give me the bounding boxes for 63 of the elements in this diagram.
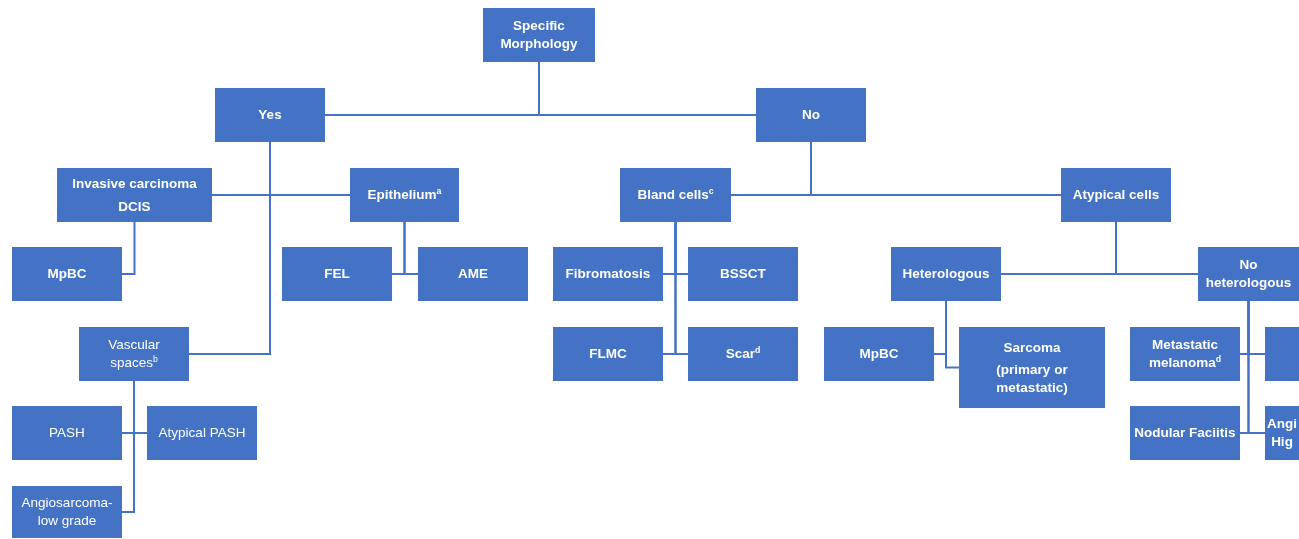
box-label: Atypical cells	[1072, 186, 1160, 204]
box-label: Scar$^{d}$	[725, 345, 761, 363]
box-label: DCIS	[118, 197, 151, 216]
box-label: Invasive carcinoma	[72, 174, 197, 193]
box-label: No heterologous	[1204, 256, 1293, 292]
connector-line	[538, 61, 757, 116]
category-box	[620, 168, 731, 222]
box-label: Heterologous	[902, 265, 990, 283]
connector-line	[121, 221, 136, 275]
category-box	[824, 327, 934, 381]
category-box	[483, 8, 595, 62]
category-box	[12, 486, 122, 538]
box-label: Yes	[258, 106, 282, 124]
connector-line	[1115, 221, 1199, 275]
empty-box	[1265, 327, 1299, 381]
box-label: FLMC	[589, 345, 627, 363]
category-box	[147, 406, 257, 460]
box-label: AME	[458, 265, 488, 283]
box-label: Atypical PASH	[158, 424, 246, 442]
box-label: Angiosarcoma- low grade	[20, 494, 114, 530]
box-label: Nodular Faciitis	[1134, 424, 1236, 442]
category-box	[1061, 168, 1171, 222]
box-label: Epithelium$^{a}$	[367, 186, 442, 204]
category-box	[282, 247, 392, 301]
category-box	[1265, 406, 1299, 460]
category-box	[12, 247, 122, 301]
category-box	[418, 247, 528, 301]
category-box	[959, 327, 1105, 408]
box-label: Specific Morphology	[499, 17, 579, 53]
category-box	[891, 247, 1001, 301]
category-box	[215, 88, 325, 142]
box-label: Bland cells$^{c}$	[637, 186, 714, 204]
box-label: Fibromatosis	[565, 265, 651, 283]
connector-line	[403, 221, 419, 275]
category-box	[57, 168, 212, 222]
category-box	[553, 327, 663, 381]
category-box	[756, 88, 866, 142]
category-box	[688, 247, 798, 301]
connector-line	[945, 300, 960, 369]
category-box	[12, 406, 122, 460]
box-label: FEL	[324, 265, 350, 283]
category-box	[1130, 406, 1240, 460]
category-box	[1198, 247, 1299, 301]
connector-line	[674, 221, 689, 355]
box-label: PASH	[49, 424, 85, 442]
category-box	[688, 327, 798, 381]
connector-line	[188, 141, 271, 355]
box-label: Sarcoma	[1003, 338, 1061, 357]
category-box	[350, 168, 459, 222]
box-label: (primary or metastatic)	[995, 361, 1069, 397]
box-label: Angi Hig	[1267, 415, 1297, 451]
category-box	[1130, 327, 1240, 381]
connector-line	[810, 141, 1062, 196]
box-label: BSSCT	[720, 265, 766, 283]
category-box	[79, 327, 189, 381]
connector-line	[1247, 300, 1266, 434]
category-box	[553, 247, 663, 301]
connector-line	[121, 380, 135, 513]
box-label: Vascular spaces$^{b}$	[107, 336, 161, 372]
box-label: Metastatic melanoma$^{d}$	[1147, 336, 1223, 372]
box-label: MpBC	[47, 265, 87, 283]
box-label: MpBC	[859, 345, 899, 363]
box-label: No	[802, 106, 820, 124]
